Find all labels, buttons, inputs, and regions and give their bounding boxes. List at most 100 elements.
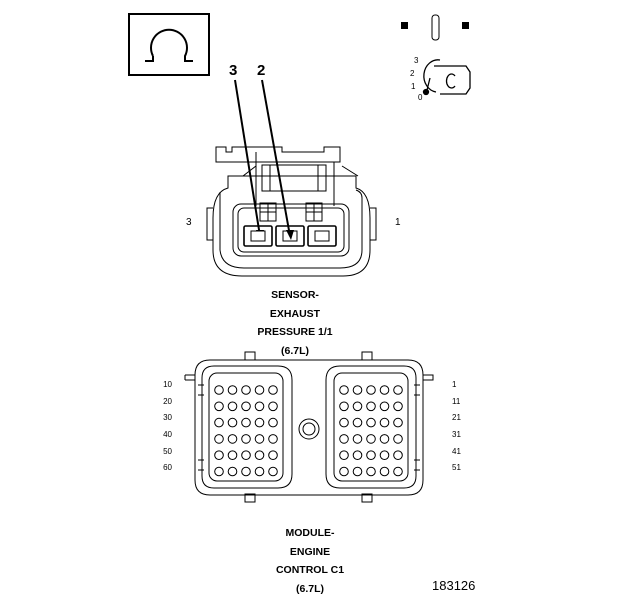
sensor-side-label-right: 1 (395, 217, 401, 228)
module-pin-label: 60 (163, 463, 172, 472)
pin-hole (227, 401, 238, 412)
pin-hole (366, 450, 376, 461)
caption-line: PRESSURE 1/1 (257, 326, 333, 338)
pin-hole (268, 450, 278, 461)
callout-label-2: 2 (257, 62, 266, 79)
pin-hole (227, 434, 238, 444)
ohm-meter-icon (128, 13, 210, 76)
pin-hole (352, 450, 363, 461)
ignition-position-label: 2 (410, 69, 415, 78)
pin-hole (393, 385, 403, 395)
pin-hole (268, 401, 278, 412)
pin-hole (268, 385, 278, 395)
module-pin-label: 21 (452, 413, 461, 422)
pin-hole (393, 417, 403, 428)
pin-hole (339, 385, 349, 395)
module-pin-label: 51 (452, 463, 461, 472)
caption-line: (6.7L) (280, 344, 309, 357)
pin-hole (379, 450, 390, 461)
sensor-connector-caption: SENSOR- EXHAUST PRESSURE 1/1 (6.7L) (225, 286, 365, 360)
pin-hole (241, 385, 251, 395)
caption-line: MODULE- (285, 527, 335, 539)
pin-hole (379, 466, 390, 477)
pin-hole (352, 385, 363, 395)
pin-hole (214, 450, 224, 461)
key-icon (422, 59, 471, 96)
pin-hole (254, 417, 265, 428)
pin-hole (214, 401, 224, 412)
pin-hole (352, 466, 363, 477)
pin-hole (241, 401, 251, 412)
pin-hole (339, 466, 349, 477)
pin-hole (268, 434, 278, 444)
pin-hole (339, 450, 349, 461)
pin-hole (241, 417, 251, 428)
pin-hole (227, 450, 238, 461)
pin-hole (379, 417, 390, 428)
pin-hole (352, 434, 363, 444)
ignition-switch-icon (401, 14, 469, 41)
caption-line: ENGINE (289, 545, 331, 558)
pin-hole (366, 434, 376, 444)
pin-hole (214, 385, 224, 395)
module-connector (184, 351, 434, 503)
pin-hole (241, 466, 251, 477)
pin-hole (227, 417, 238, 428)
pin-hole (254, 385, 265, 395)
ignition-position-label: 1 (411, 82, 416, 91)
module-pin-label: 31 (452, 430, 461, 439)
module-pin-label: 1 (452, 380, 457, 389)
pin-hole (268, 466, 278, 477)
pin-hole (366, 385, 376, 395)
pin-hole (339, 434, 349, 444)
module-pin-label: 30 (163, 413, 172, 422)
pin-hole (254, 466, 265, 477)
pin-hole (339, 401, 349, 412)
pin-hole (254, 401, 265, 412)
pin-hole (366, 401, 376, 412)
pin-hole (227, 466, 238, 477)
module-pin-label: 20 (163, 397, 172, 406)
callout-label-3: 3 (229, 62, 238, 79)
module-pin-label: 10 (163, 380, 172, 389)
pin-hole (393, 466, 403, 477)
ignition-position-label: 0 (418, 93, 423, 102)
pin-hole (214, 466, 224, 477)
pin-hole (352, 401, 363, 412)
callout-leaders (234, 79, 291, 237)
pin-hole (379, 401, 390, 412)
pin-hole (393, 401, 403, 412)
pin-hole (366, 466, 376, 477)
callout-arrow-2 (286, 230, 294, 240)
pin-hole (393, 434, 403, 444)
caption-line: CONTROL C1 (275, 564, 345, 576)
sensor-connector (206, 146, 377, 277)
pin-hole (379, 434, 390, 444)
pin-hole (379, 385, 390, 395)
caption-line: EXHAUST (269, 307, 321, 320)
pin-hole (214, 417, 224, 428)
pin-hole (393, 450, 403, 461)
pin-hole (339, 417, 349, 428)
pin-hole (352, 417, 363, 428)
module-pin-label: 11 (452, 397, 461, 406)
figure-number: 183126 (432, 578, 476, 593)
module-pin-label: 41 (452, 447, 461, 456)
pin-hole (214, 434, 224, 444)
sensor-side-label-left: 3 (186, 217, 192, 228)
pin-hole (366, 417, 376, 428)
module-pin-holes (214, 385, 403, 477)
module-connector-caption: MODULE- ENGINE CONTROL C1 (6.7L) (240, 524, 380, 598)
pin-hole (241, 434, 251, 444)
pin-hole (241, 450, 251, 461)
pin-hole (227, 385, 238, 395)
module-pin-label: 50 (163, 447, 172, 456)
caption-line: SENSOR- (271, 289, 319, 301)
caption-line: (6.7L) (295, 582, 324, 595)
module-pin-label: 40 (163, 430, 172, 439)
pin-hole (254, 434, 265, 444)
ignition-position-label: 3 (414, 56, 419, 65)
pin-hole (254, 450, 265, 461)
